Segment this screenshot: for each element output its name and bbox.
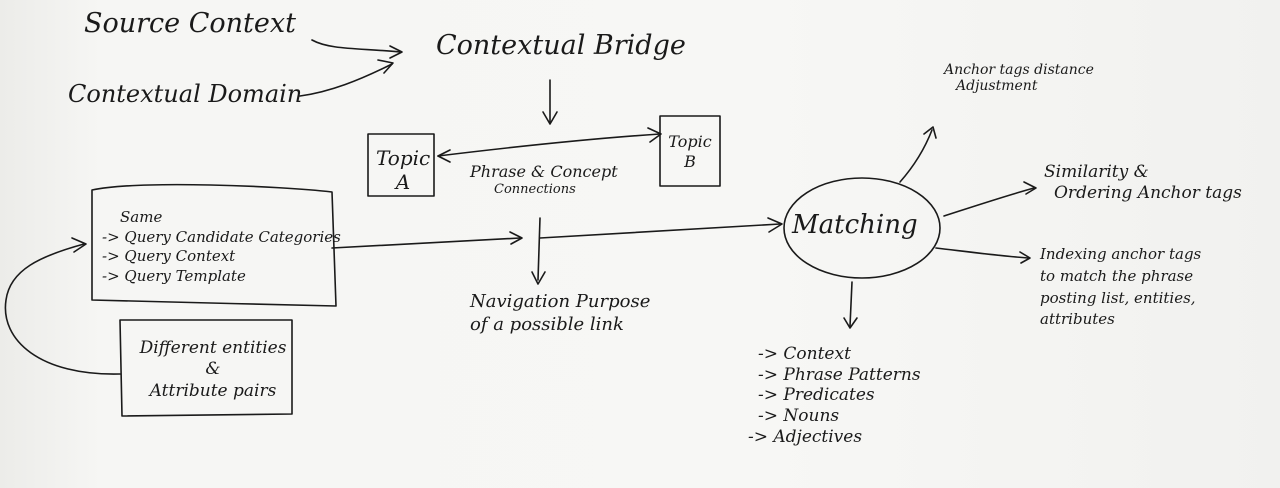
indexing-line-4: attributes <box>1040 310 1115 329</box>
same-to-connections-arrow <box>331 237 521 249</box>
topic-a-box <box>367 133 435 197</box>
connections-down-line <box>537 217 541 281</box>
topic-a-line-1: Topic <box>376 146 431 170</box>
entities-box <box>119 319 293 417</box>
matching-output-item: -> Adjectives <box>748 426 863 447</box>
anchor-distance-line-2: Adjustment <box>956 78 1038 95</box>
contextual-domain-label: Contextual Domain <box>68 80 303 108</box>
navigation-line-1: Navigation Purpose <box>470 291 651 312</box>
matching-to-anchor-head <box>923 126 937 139</box>
connections-to-matching-head <box>767 217 783 233</box>
topic-b-text: Topic B <box>666 132 714 171</box>
connections-to-matching-arrow <box>539 223 781 239</box>
topic-a-text: Topic A <box>376 146 430 195</box>
same-box-item-1: -> Query Candidate Categories <box>102 227 341 246</box>
similarity-line-1: Similarity & <box>1044 162 1149 182</box>
anchor-distance-line-1: Anchor tags distance <box>944 62 1094 78</box>
matching-label: Matching <box>792 210 918 240</box>
topic-b-line-2: B <box>684 151 696 171</box>
same-to-connections-head <box>509 231 523 245</box>
domain-to-bridge-arrow <box>299 63 393 97</box>
same-box <box>91 183 337 307</box>
matching-output-item: -> Phrase Patterns <box>758 364 921 385</box>
phrase-concept-line-1: Phrase & Concept <box>470 162 618 181</box>
matching-to-indexing-head <box>1019 251 1031 264</box>
matching-output-item: -> Context <box>758 344 851 364</box>
entities-box-text: Different entities & Attribute pairs <box>138 338 288 402</box>
matching-down-line <box>849 281 853 327</box>
phrase-concept-text: Phrase & Concept Connections <box>470 162 618 197</box>
matching-output-item: -> Predicates <box>758 385 875 406</box>
similarity-line-2: Ordering Anchor tags <box>1054 183 1242 204</box>
feedback-loop-head <box>71 237 87 253</box>
topic-b-box <box>659 115 721 187</box>
source-to-bridge-arrow <box>311 39 401 53</box>
connections-down-head <box>531 271 546 285</box>
same-box-item-3: -> Query Template <box>102 266 246 285</box>
topic-link-head-right <box>647 127 662 143</box>
same-box-text: Same -> Query Candidate Categories -> Qu… <box>102 208 341 286</box>
navigation-line-2: of a possible link <box>470 314 624 336</box>
domain-to-bridge-arrowhead <box>377 59 394 74</box>
matching-to-indexing-line <box>935 247 1029 259</box>
matching-outputs-list: -> Context -> Phrase Patterns -> Predica… <box>748 344 921 448</box>
indexing-line-2: to match the phrase <box>1040 266 1194 285</box>
matching-to-anchor-line <box>899 129 933 183</box>
matching-output-item: -> Nouns <box>758 406 840 427</box>
source-to-bridge-arrowhead <box>389 45 403 59</box>
anchor-distance-text: Anchor tags distance Adjustment <box>944 62 1094 94</box>
navigation-text: Navigation Purpose of a possible link <box>470 290 650 337</box>
topic-b-line-1: Topic <box>668 132 712 151</box>
indexing-text: Indexing anchor tags to match the phrase… <box>1040 244 1201 331</box>
topic-a-line-2: A <box>395 170 411 195</box>
feedback-loop <box>4 243 121 375</box>
contextual-bridge-label: Contextual Bridge <box>436 30 686 61</box>
indexing-line-1: Indexing anchor tags <box>1040 245 1202 263</box>
indexing-line-3: posting list, entities, <box>1040 288 1196 307</box>
matching-to-similarity-line <box>943 187 1035 217</box>
same-box-title: Same <box>120 208 163 226</box>
similarity-text: Similarity & Ordering Anchor tags <box>1044 162 1242 205</box>
entities-line-1: Different entities <box>139 338 287 358</box>
topic-link-head-left <box>437 149 451 163</box>
entities-line-3: Attribute pairs <box>149 380 277 401</box>
bridge-down-arrowhead <box>542 111 558 125</box>
phrase-concept-line-2: Connections <box>494 181 576 197</box>
topic-link-line <box>437 133 661 157</box>
matching-ellipse <box>783 177 941 279</box>
same-box-item-2: -> Query Context <box>102 247 236 265</box>
matching-down-head <box>843 317 858 329</box>
source-context-label: Source Context <box>84 8 296 39</box>
entities-line-2: & <box>205 359 221 380</box>
matching-to-similarity-head <box>1023 181 1037 195</box>
